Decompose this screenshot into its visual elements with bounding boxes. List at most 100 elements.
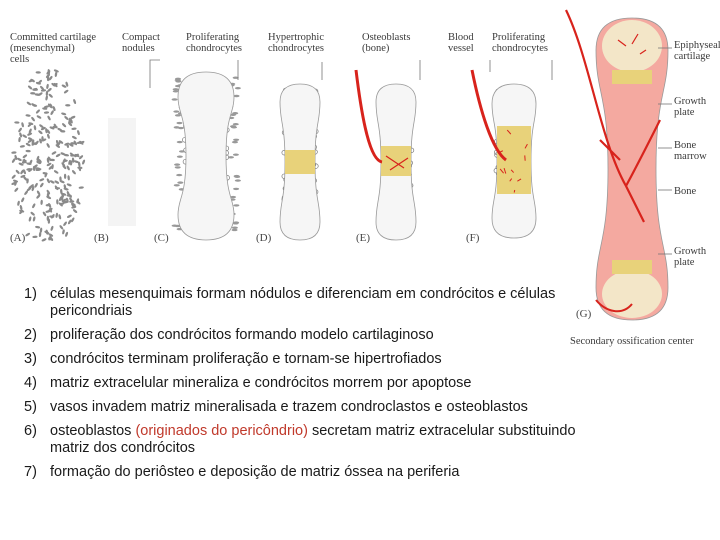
mesenchymal-cell xyxy=(51,151,57,155)
mesenchymal-cell xyxy=(48,75,53,81)
mesenchymal-cell xyxy=(63,221,67,226)
mesenchymal-cell xyxy=(20,169,24,175)
mesenchymal-cell xyxy=(19,205,23,211)
mesenchymal-cell xyxy=(61,84,67,88)
mesenchymal-cell xyxy=(32,203,36,209)
mesenchymal-cell xyxy=(42,172,48,175)
mesenchymal-cell xyxy=(47,103,52,108)
mesenchymal-cell xyxy=(78,186,84,189)
mesenchymal-cell xyxy=(21,197,25,203)
mesenchymal-cell xyxy=(14,154,18,160)
perichondrial-cell xyxy=(178,150,185,153)
mesenchymal-cell xyxy=(62,159,68,163)
mesenchymal-cell xyxy=(53,123,57,129)
mesenchymal-cell xyxy=(24,190,28,195)
step-item: 4)matriz extracelular mineraliza e condr… xyxy=(24,375,584,392)
mesenchymal-cell xyxy=(31,142,37,146)
panel-label-f: (F) xyxy=(466,232,480,244)
mesenchymal-cell xyxy=(73,99,77,105)
mesenchymal-cell xyxy=(71,157,75,163)
mesenchymal-cell xyxy=(67,175,70,181)
mesenchymal-cell xyxy=(31,116,35,122)
perichondrial-cell xyxy=(171,224,178,227)
blood-vessel xyxy=(595,299,633,313)
step-text: formação do periôsteo e deposição de mat… xyxy=(50,464,460,480)
step-number: 2) xyxy=(24,327,37,343)
perichondrial-cell xyxy=(234,179,241,182)
mesenchymal-cell xyxy=(48,203,52,208)
mesenchymal-cell xyxy=(30,211,35,216)
cartilage-model xyxy=(177,71,235,241)
step-text: osteoblastos (originados do pericôndrio)… xyxy=(50,423,584,457)
mesenchymal-cell xyxy=(25,232,30,237)
panel-label-e: (E) xyxy=(356,232,371,244)
mesenchymal-cell xyxy=(66,165,70,171)
panel-label-g: (G) xyxy=(576,308,592,320)
endochondral-ossification-figure: Committed cartilage(mesenchymal)cells Co… xyxy=(10,9,720,347)
mesenchymal-cell xyxy=(44,230,50,234)
perichondrial-cell xyxy=(173,126,180,129)
mesenchymal-cell xyxy=(76,200,81,205)
perichondrial-cell xyxy=(172,88,179,91)
mesenchymal-cell xyxy=(79,140,84,145)
mesenchymal-cell xyxy=(40,182,44,188)
mesenchymal-cell xyxy=(40,85,45,91)
mesenchymal-cell xyxy=(33,125,37,131)
mesenchymal-cell xyxy=(36,194,41,199)
mesenchymal-cell xyxy=(61,112,67,116)
blood-vessel xyxy=(354,69,383,164)
perichondrial-cell xyxy=(233,204,240,207)
mesenchymal-cell xyxy=(45,73,50,78)
mesenchymal-cell xyxy=(41,238,47,242)
step-number: 5) xyxy=(24,399,37,415)
mesenchymal-cell xyxy=(67,214,72,218)
mesenchymal-cell xyxy=(74,153,80,158)
mesenchymal-cell xyxy=(39,227,43,233)
mesenchymal-cell xyxy=(54,71,58,77)
epiphysis-top xyxy=(602,20,662,72)
step-number: 6) xyxy=(24,423,37,439)
mesenchymal-cell xyxy=(71,127,77,130)
perichondrial-cell xyxy=(231,140,238,144)
mesenchymal-cell xyxy=(48,165,53,170)
mesenchymal-cell xyxy=(31,103,36,107)
mesenchymal-cell xyxy=(17,200,20,206)
mesenchymal-cell xyxy=(18,137,21,143)
mesenchymal-cell xyxy=(27,132,33,136)
mesenchymal-cell xyxy=(47,115,51,121)
mesenchymal-cell xyxy=(47,156,52,162)
mesenchymal-cell xyxy=(42,211,47,217)
mesenchymal-cell xyxy=(15,169,20,175)
mesenchymal-cell xyxy=(71,136,77,140)
capillary xyxy=(499,168,504,174)
ossification-vessels xyxy=(617,33,647,55)
mesenchymal-cell xyxy=(13,179,19,183)
mesenchymal-cell xyxy=(50,110,54,115)
mesenchymal-cell xyxy=(35,109,40,114)
mesenchymal-cell xyxy=(26,101,32,106)
mesenchymal-cell xyxy=(39,138,42,144)
mesenchymal-cell xyxy=(41,138,47,142)
mesenchymal-cell xyxy=(72,209,78,213)
perichondrial-cell xyxy=(233,138,240,141)
mesenchymal-cell xyxy=(58,140,64,144)
mesenchymal-cell xyxy=(39,124,44,128)
perichondrial-cell xyxy=(176,140,183,144)
growth-plate-bottom xyxy=(612,260,652,274)
mesenchymal-cell xyxy=(25,142,31,147)
mesenchymal-cell xyxy=(34,182,38,188)
step-text: condrócitos terminam proliferação e torn… xyxy=(50,351,442,367)
label-committed-cells: Committed cartilage(mesenchymal)cells xyxy=(10,32,97,65)
mesenchymal-cell xyxy=(49,215,55,218)
mesenchymal-cell xyxy=(14,121,20,124)
step-number: 3) xyxy=(24,351,37,367)
mesenchymal-cell xyxy=(46,70,51,75)
mesenchymal-cell xyxy=(45,210,51,213)
mesenchymal-cell xyxy=(11,181,17,185)
mesenchymal-cell xyxy=(32,165,36,172)
mesenchymal-cell xyxy=(69,160,73,166)
